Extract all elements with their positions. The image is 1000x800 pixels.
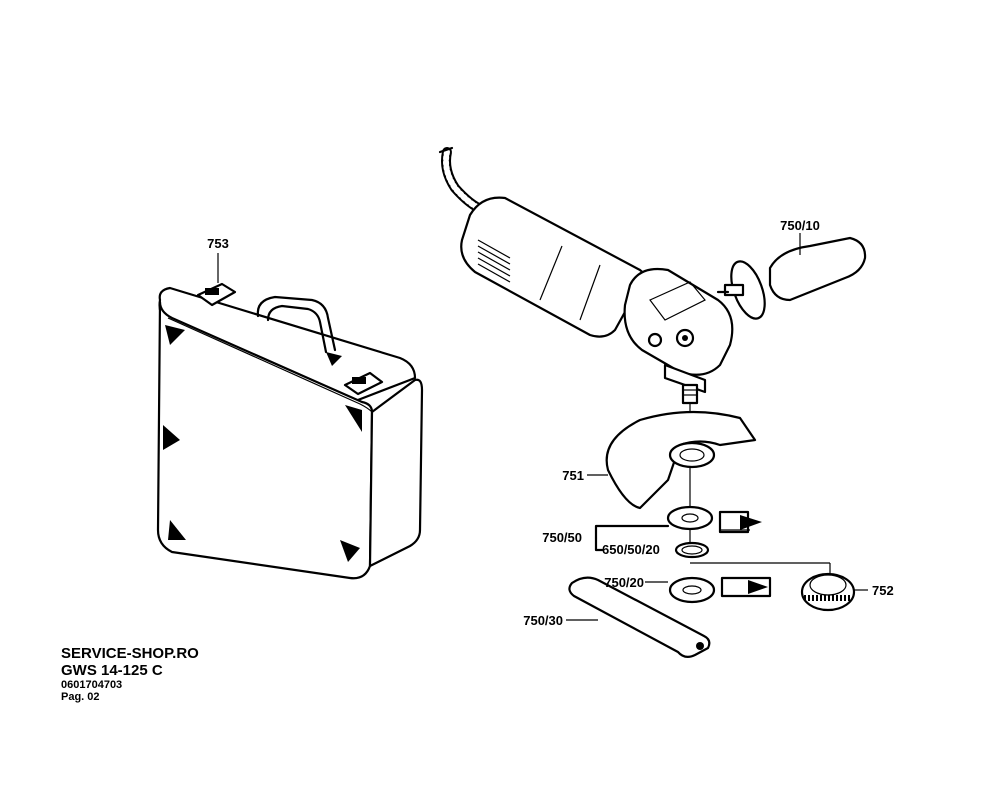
label-752: 752 xyxy=(872,583,894,598)
part-number: 0601704703 xyxy=(61,679,123,691)
vent-slots xyxy=(477,239,511,283)
shop-name: SERVICE-SHOP.RO xyxy=(61,645,199,662)
carrying-case-753 xyxy=(156,253,424,580)
document-footer: SERVICE-SHOP.RO GWS 14-125 C 0601704703 … xyxy=(61,646,199,703)
angle-grinder-body xyxy=(438,146,734,548)
model-name: GWS 14-125 C xyxy=(61,662,163,679)
label-750-10: 750/10 xyxy=(780,218,820,233)
aux-handle-750-10 xyxy=(716,233,867,320)
pin-spanner-750-30 xyxy=(566,576,711,659)
label-751: 751 xyxy=(562,468,584,483)
label-650-50-20: 650/50/20 xyxy=(602,542,660,557)
guard-751 xyxy=(587,410,757,510)
quick-nut-752 xyxy=(800,572,868,612)
label-750-50: 750/50 xyxy=(542,530,582,545)
label-750-20: 750/20 xyxy=(604,575,644,590)
flange-group xyxy=(594,505,762,559)
label-750-30: 750/30 xyxy=(523,613,563,628)
clamp-nut-750-20 xyxy=(645,562,831,604)
page-number: Pag. 02 xyxy=(61,691,100,703)
label-753: 753 xyxy=(207,236,229,251)
